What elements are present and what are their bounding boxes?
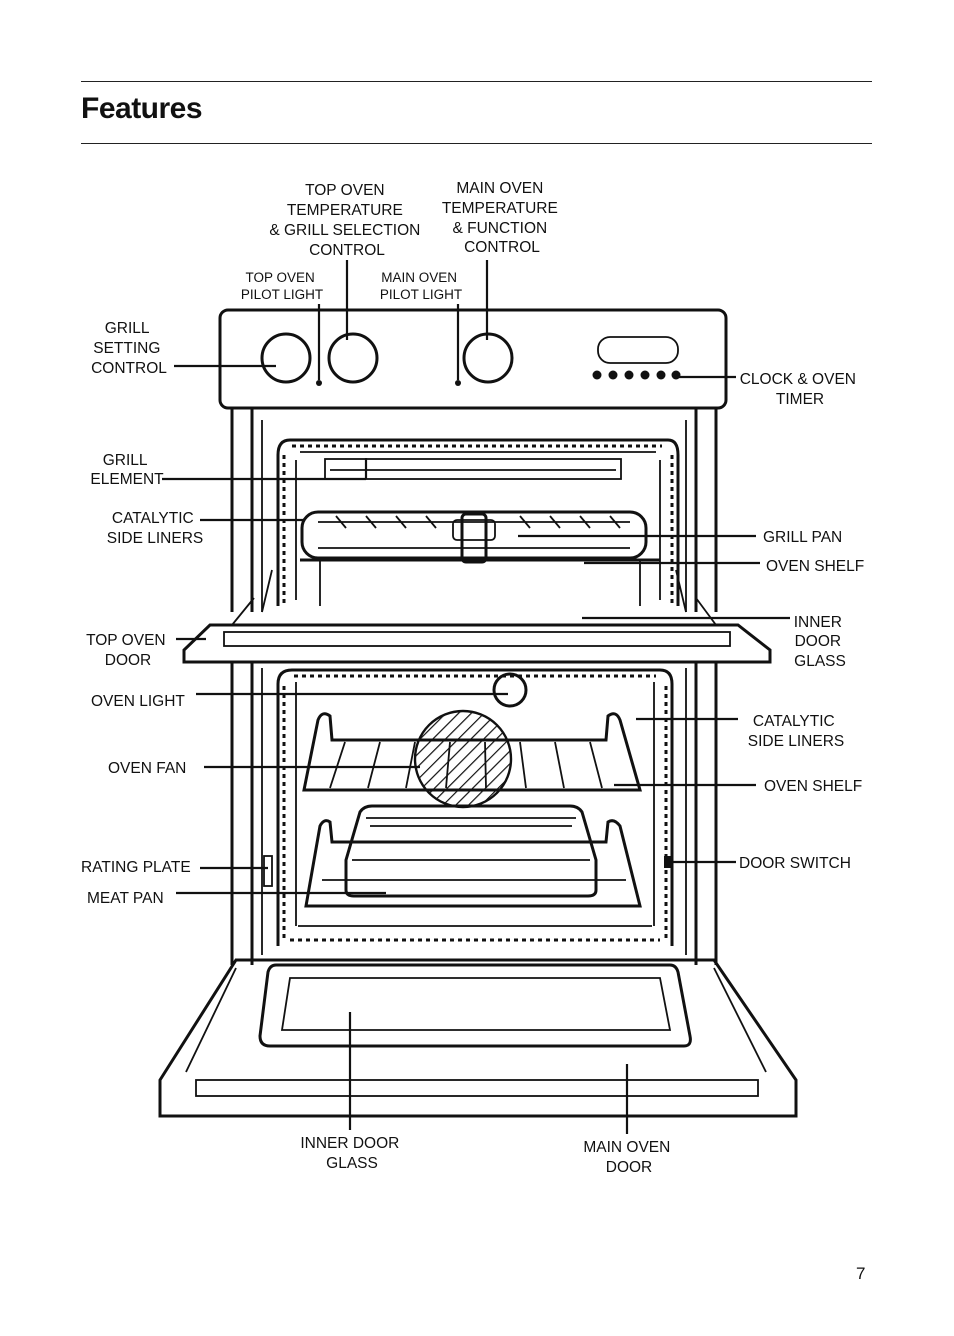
label-oven-shelf-top: OVEN SHELF: [766, 558, 864, 575]
label-oven-fan: OVEN FAN: [108, 760, 186, 777]
main-oven-cavity: [263, 668, 674, 946]
rating-plate-marker: [263, 855, 273, 887]
title-rule: [81, 143, 872, 144]
main-oven-shelf: [302, 712, 642, 792]
label-inner-door-glass-top: INNER DOOR GLASS: [794, 614, 847, 670]
label-meat-pan: MEAT PAN: [87, 890, 164, 907]
control-panel: [218, 308, 728, 410]
label-grill-pan: GRILL PAN: [763, 529, 842, 546]
page-number: 7: [856, 1264, 866, 1283]
grill-setting-knob: [260, 332, 312, 384]
labels: TOP OVEN TEMPERATURE & GRILL SELECTION C…: [81, 180, 864, 1176]
door-switch-marker: [664, 856, 672, 868]
oven-fan: [413, 709, 513, 809]
main-oven-pilot-light: [455, 380, 461, 386]
label-top-oven-control: TOP OVEN TEMPERATURE & GRILL SELECTION C…: [269, 182, 424, 259]
page-title: Features: [81, 92, 203, 125]
label-clock-timer: CLOCK & OVEN TIMER: [740, 371, 861, 408]
label-oven-light: OVEN LIGHT: [91, 693, 185, 710]
label-catalytic-top: CATALYTIC SIDE LINERS: [107, 510, 203, 547]
label-top-oven-door: TOP OVEN DOOR: [86, 632, 170, 669]
label-catalytic-main: CATALYTIC SIDE LINERS: [748, 713, 844, 750]
label-main-oven-door: MAIN OVEN DOOR: [583, 1139, 674, 1176]
label-main-oven-pilot: MAIN OVEN PILOT LIGHT: [380, 270, 462, 302]
label-grill-setting: GRILL SETTING CONTROL: [91, 320, 167, 377]
label-main-oven-control: MAIN OVEN TEMPERATURE & FUNCTION CONTROL: [442, 180, 562, 256]
grill-element: [324, 458, 622, 480]
main-oven-knob: [462, 332, 514, 384]
label-inner-door-glass-bottom: INNER DOOR GLASS: [300, 1135, 403, 1172]
label-oven-shelf-main: OVEN SHELF: [764, 778, 862, 795]
label-top-oven-pilot: TOP OVEN PILOT LIGHT: [241, 270, 323, 302]
leader-lines: [162, 260, 790, 1134]
top-oven-door: [182, 569, 772, 664]
label-door-switch: DOOR SWITCH: [739, 855, 851, 872]
oven-light: [492, 672, 528, 708]
label-grill-element: GRILL ELEMENT: [90, 452, 164, 488]
top-rule: [81, 81, 872, 82]
clock-display: [597, 336, 679, 364]
top-oven-pilot-light: [316, 380, 322, 386]
clock-buttons: [592, 370, 681, 380]
meat-pan: [344, 804, 598, 898]
top-oven-cavity: [276, 438, 680, 606]
oven-illustration: [158, 308, 798, 1118]
main-oven-door: [158, 958, 798, 1118]
top-oven-knob: [327, 332, 379, 384]
label-rating-plate: RATING PLATE: [81, 859, 191, 876]
grill-pan-handle: [460, 512, 488, 564]
